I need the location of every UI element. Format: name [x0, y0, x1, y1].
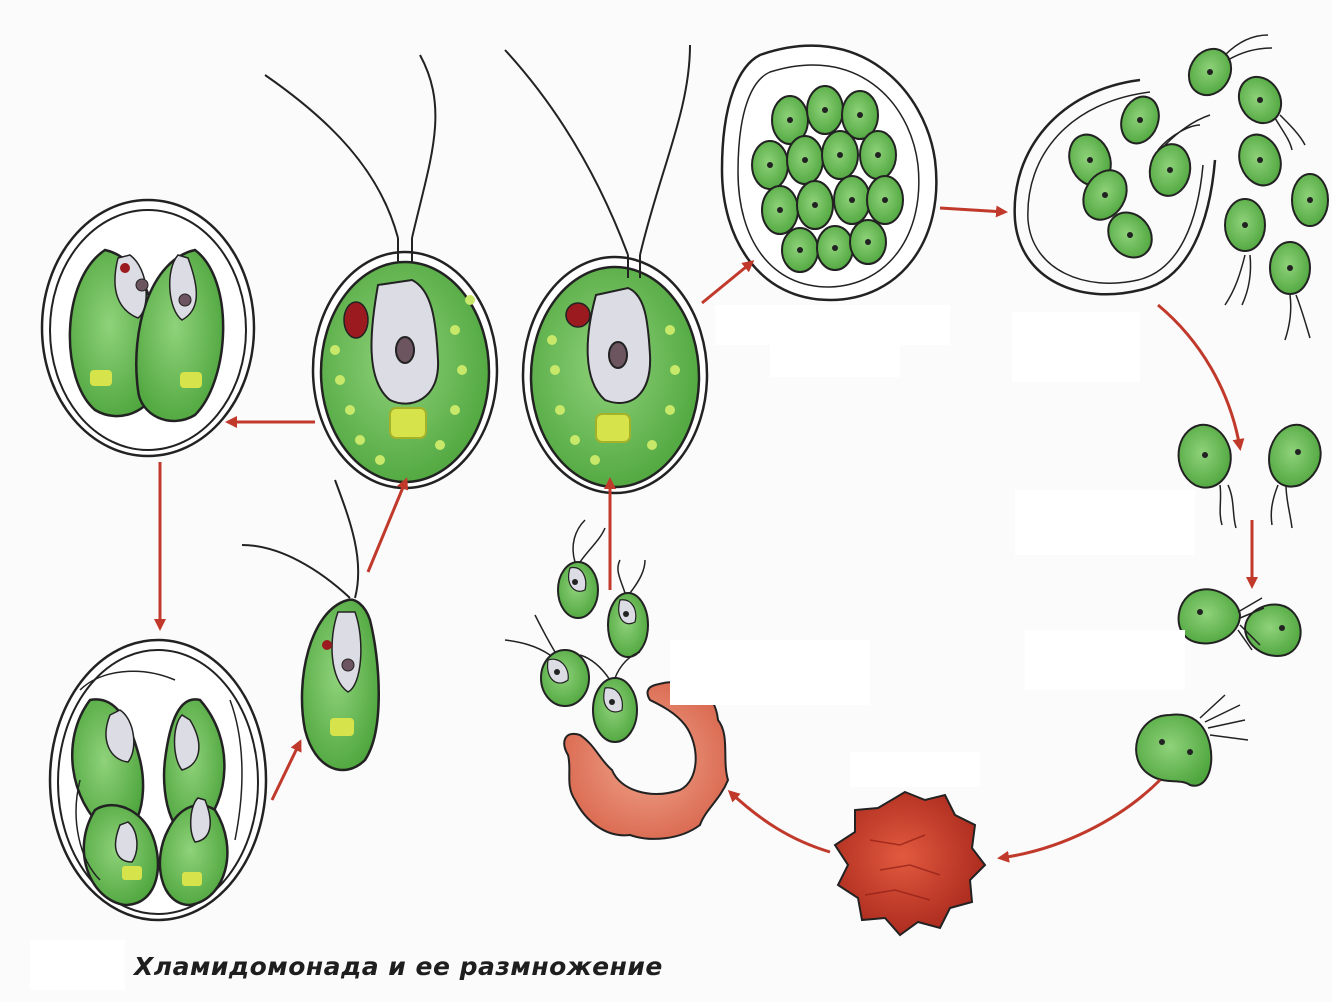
blank-label-area — [715, 305, 950, 345]
resting-zygote — [835, 792, 985, 935]
germinating-zygote — [564, 682, 728, 839]
arrow-gamete-cell-to-released — [940, 208, 1005, 212]
blank-label-area — [30, 940, 125, 990]
arrow-resting-to-germinating — [730, 792, 830, 852]
dividing-cell-four — [50, 640, 266, 920]
young-zygote — [1136, 695, 1248, 786]
arrow-mature-to-gamete-cell — [702, 262, 752, 303]
arrow-zygote-to-resting — [1000, 780, 1160, 858]
blank-label-area — [1012, 312, 1140, 382]
gamete-forming-cell — [722, 46, 936, 300]
blank-label-area — [770, 345, 900, 377]
released-zoospore — [242, 480, 379, 770]
blank-label-area — [670, 640, 870, 705]
zoospores-from-zygote — [505, 520, 648, 742]
dividing-cell-two — [42, 200, 254, 456]
mature-cell-2 — [505, 45, 707, 493]
arrow-zoospore-to-mature — [368, 480, 406, 572]
blank-label-area — [1025, 630, 1185, 690]
blank-label-area — [1015, 490, 1195, 555]
released-gametes — [1015, 35, 1328, 340]
diagram-caption: Хламидомонада и ее размножение — [134, 952, 663, 981]
two-gametes — [1179, 425, 1321, 528]
blank-label-area — [850, 752, 980, 787]
fusing-gametes — [1179, 589, 1301, 656]
arrow-four-to-zoospore — [272, 742, 300, 800]
